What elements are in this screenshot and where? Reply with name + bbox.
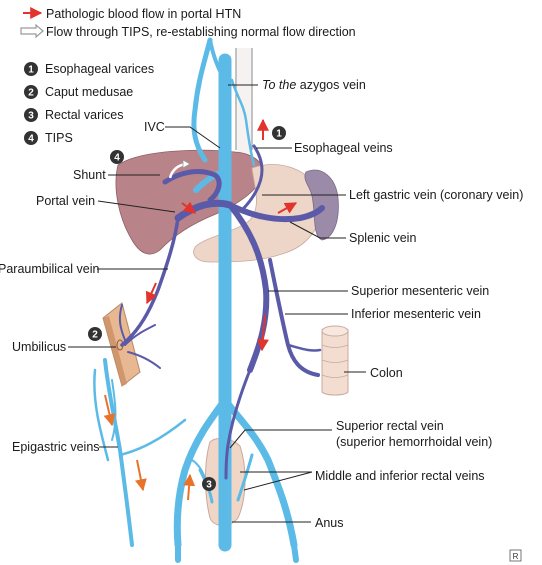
label-ivc: IVC (144, 120, 165, 134)
key-item-3: 3 Rectal varices (24, 108, 124, 122)
anatomy: 1 4 2 3 (88, 37, 349, 563)
label-azygos: To the azygos vein (262, 78, 366, 92)
badge-rectal: 3 (202, 477, 216, 491)
svg-text:R: R (513, 552, 519, 561)
svg-text:4: 4 (28, 134, 34, 145)
colon (321, 325, 349, 396)
label-splenic-vein: Splenic vein (349, 231, 416, 245)
flow-arrow-rectal (183, 473, 196, 501)
key-label-tips: TIPS (45, 131, 73, 145)
badge-esophageal: 1 (272, 126, 286, 140)
svg-text:1: 1 (28, 65, 34, 76)
key-label-rectal-varices: Rectal varices (45, 108, 124, 122)
inferior-mesenteric-vessel (268, 258, 320, 377)
svg-text:4: 4 (114, 153, 120, 164)
numbered-key: 1 Esophageal varices 2 Caput medusae 3 R… (24, 62, 154, 145)
svg-text:3: 3 (28, 111, 34, 122)
key-item-1: 1 Esophageal varices (24, 62, 154, 76)
svg-text:1: 1 (276, 129, 282, 140)
legend-tips-arrow (20, 23, 44, 39)
label-shunt: Shunt (73, 168, 106, 182)
badge-tips: 4 (110, 150, 124, 164)
tips-flow-arrow (168, 159, 191, 179)
label-superior-rectal-alt: (superior hemorrhoidal vein) (336, 435, 492, 449)
svg-text:2: 2 (92, 330, 98, 341)
key-item-4: 4 TIPS (24, 131, 73, 145)
legend-pathologic-label: Pathologic blood flow in portal HTN (46, 7, 241, 21)
splenic-vein-vessel (227, 202, 325, 223)
flow-arrow-gastric (277, 202, 298, 214)
label-epigastric-veins: Epigastric veins (12, 440, 100, 454)
legend: Pathologic blood flow in portal HTN Flow… (20, 7, 356, 39)
label-colon: Colon (370, 366, 403, 380)
corner-logo: R (509, 549, 522, 562)
systemic-flow-arrows (103, 394, 196, 501)
label-superior-mesenteric: Superior mesenteric vein (351, 284, 489, 298)
pathologic-flow-arrows (145, 118, 298, 352)
flow-arrow-mesenteric (256, 314, 269, 352)
flow-arrow-portal (181, 201, 196, 214)
key-label-caput-medusae: Caput medusae (45, 85, 133, 99)
label-superior-rectal: Superior rectal vein (336, 419, 444, 433)
flow-arrow-epigastric-1 (103, 394, 116, 427)
label-inferior-mesenteric: Inferior mesenteric vein (351, 307, 481, 321)
labels: To the azygos vein IVC Esophageal veins … (0, 78, 523, 530)
badge-caput: 2 (88, 327, 102, 341)
svg-text:2: 2 (28, 88, 34, 99)
key-label-esophageal-varices: Esophageal varices (45, 62, 154, 76)
flow-arrow-paraumbilical (145, 282, 157, 305)
legend-tips-label: Flow through TIPS, re-establishing norma… (46, 25, 356, 39)
label-anus: Anus (315, 516, 344, 530)
label-umbilicus: Umbilicus (12, 340, 66, 354)
flow-arrow-epigastric-2 (134, 459, 147, 492)
label-esophageal-veins: Esophageal veins (294, 141, 393, 155)
label-middle-inferior-rectal: Middle and inferior rectal veins (315, 469, 485, 483)
svg-text:3: 3 (206, 480, 212, 491)
label-portal-vein: Portal vein (36, 194, 95, 208)
key-item-2: 2 Caput medusae (24, 85, 133, 99)
label-left-gastric: Left gastric vein (coronary vein) (349, 188, 523, 202)
label-paraumbilical-vein: Paraumbilical vein (0, 262, 99, 276)
portal-vein-vessel (174, 199, 234, 222)
paraumbilical-vessel (120, 216, 180, 347)
